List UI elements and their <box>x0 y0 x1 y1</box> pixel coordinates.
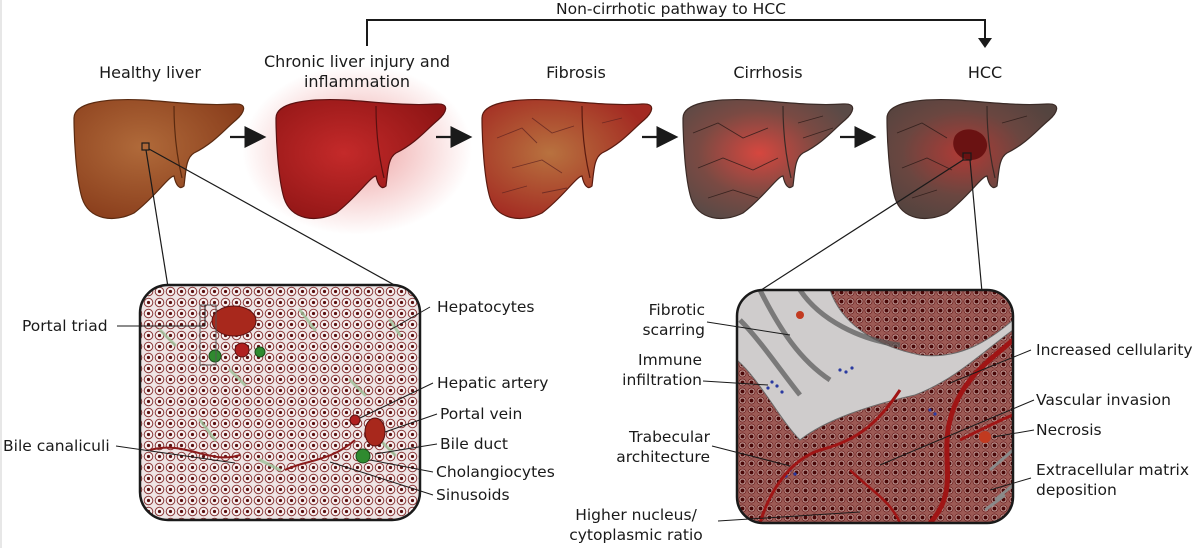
label-necrosis: Necrosis <box>1036 421 1102 439</box>
liver-hcc <box>886 99 1058 220</box>
stage-label-fibrosis: Fibrosis <box>546 63 606 82</box>
pathway-label: Non-cirrhotic pathway to HCC <box>556 0 786 18</box>
label-hepatic-artery: Hepatic artery <box>437 374 549 392</box>
leader-lines-left <box>115 305 438 496</box>
label-immune-infiltration: Immune infiltration <box>622 351 702 389</box>
label-ecm-deposition: Extracellular matrix deposition <box>1036 461 1190 499</box>
liver-fibrosis <box>481 99 653 220</box>
healthy-tissue-panel <box>138 283 422 522</box>
zoom-lines <box>145 148 983 293</box>
liver-cirrhosis <box>682 99 854 220</box>
liver-inflamed <box>275 99 447 220</box>
leader-lines-right <box>702 321 1035 522</box>
label-trabecular-architecture: Trabecular architecture <box>616 428 710 466</box>
label-vascular-invasion: Vascular invasion <box>1036 391 1171 409</box>
label-hepatocytes: Hepatocytes <box>437 298 535 316</box>
pathway-bracket <box>366 19 992 48</box>
stage-label-healthy: Healthy liver <box>99 63 201 82</box>
stage-label-inflammation: Chronic liver injury and inflammation <box>263 52 451 91</box>
label-portal-vein: Portal vein <box>440 405 523 423</box>
label-portal-triad: Portal triad <box>22 317 108 335</box>
stage-label-hcc: HCC <box>967 63 1003 82</box>
liver-healthy <box>73 99 245 220</box>
label-bile-duct: Bile duct <box>440 435 508 453</box>
stage-label-cirrhosis: Cirrhosis <box>733 63 803 82</box>
label-increased-cellularity: Increased cellularity <box>1036 341 1193 359</box>
label-higher-nc-ratio: Higher nucleus/ cytoplasmic ratio <box>569 506 703 544</box>
label-cholangiocytes: Cholangiocytes <box>436 463 555 481</box>
label-bile-canaliculi: Bile canaliculi <box>3 437 110 455</box>
hcc-tissue-panel <box>735 288 1015 525</box>
label-sinusoids: Sinusoids <box>436 486 510 504</box>
label-fibrotic-scarring: Fibrotic scarring <box>642 301 705 339</box>
